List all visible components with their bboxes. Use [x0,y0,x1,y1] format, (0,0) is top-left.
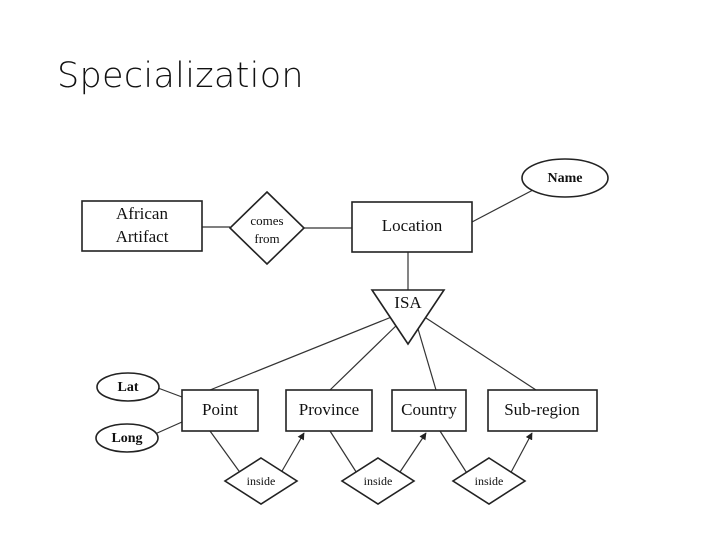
line-isa-country [415,321,437,391]
line-inside1-point [209,430,245,479]
entity-location-label: Location [382,216,443,235]
line-inside2-province [329,430,361,479]
line-inside3-subregion [507,432,533,479]
line-inside1-province [277,432,305,479]
relationship-inside-3: inside [451,457,527,505]
relationship-inside-1-label: inside [247,474,276,488]
entity-african-artifact-line2: Artifact [116,227,169,246]
entity-country-label: Country [401,400,457,419]
line-inside3-country [439,430,471,479]
line-isa-subregion [425,317,537,391]
line-lat-point [157,387,183,398]
slide-title: Specialization [57,56,304,96]
entity-sub-region-label: Sub-region [504,400,580,419]
entity-sub-region: Sub-region [487,389,598,432]
attribute-name: Name [521,158,609,198]
relationship-inside-3-label: inside [475,474,504,488]
attribute-lat-label: Lat [118,380,139,395]
line-isa-province [329,321,401,391]
line-inside2-country [395,432,427,479]
entity-province-label: Province [299,400,359,419]
relationship-comes-from: comes from [228,190,306,266]
entity-country: Country [391,389,467,432]
entity-province: Province [285,389,373,432]
entity-point: Point [181,389,259,432]
entity-african-artifact-line1: African [116,204,168,223]
entity-african-artifact: African Artifact [81,200,203,252]
isa-label: ISA [394,293,422,312]
relationship-inside-2: inside [340,457,416,505]
relationship-comes-from-line1: comes [250,213,283,228]
relationship-inside-1: inside [223,457,299,505]
attribute-long: Long [95,423,159,453]
entity-point-label: Point [202,400,238,419]
entity-location: Location [351,201,473,253]
relationship-comes-from-line2: from [254,231,279,246]
connector-lines [145,189,537,479]
isa-triangle: ISA [370,289,446,346]
line-isa-point [209,315,395,391]
line-location-name [471,189,534,223]
attribute-lat: Lat [96,372,160,402]
attribute-name-label: Name [548,171,583,186]
relationship-inside-2-label: inside [364,474,393,488]
attribute-long-label: Long [111,431,142,446]
